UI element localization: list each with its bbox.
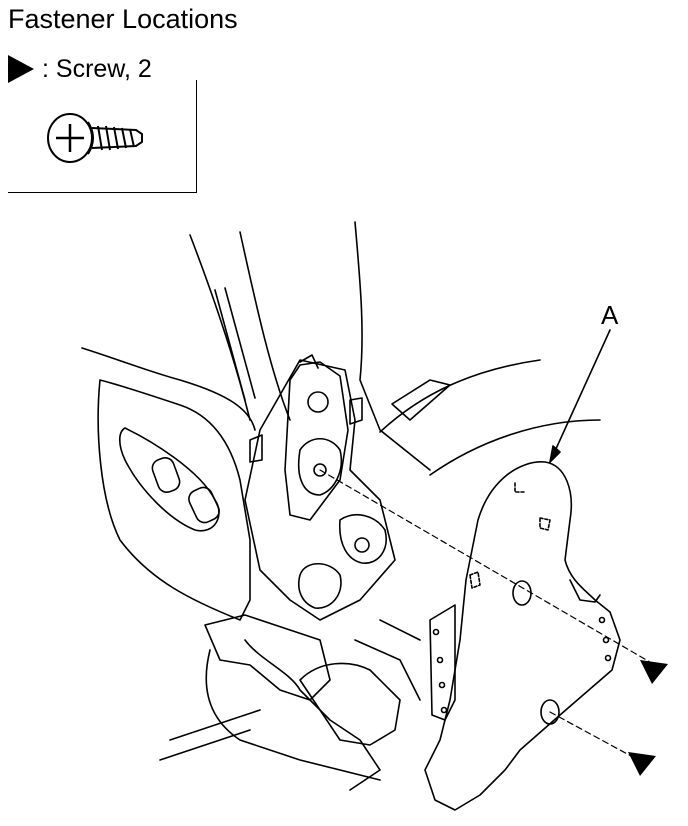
- triangle-marker-icon: [8, 55, 34, 83]
- cover-a: [424, 461, 621, 811]
- seat-side-panel: [97, 379, 251, 621]
- seatback-outline: [189, 221, 431, 471]
- fastener-marker-icon-lower: [628, 752, 656, 776]
- fastener-line-upper: [319, 469, 656, 666]
- fastener-line-lower: [549, 711, 643, 763]
- legend-screw: : Screw, 2: [8, 52, 152, 86]
- screw-illustration-box: [8, 80, 197, 193]
- fastener-marker-icon-upper: [640, 660, 668, 684]
- callout-label-a: A: [601, 300, 619, 330]
- legend-screw-label: : Screw, 2: [42, 54, 152, 83]
- callout-leader: [549, 329, 611, 463]
- recliner-mechanism: [244, 359, 396, 621]
- screw-icon: [47, 113, 143, 163]
- page-title: Fastener Locations: [8, 4, 238, 34]
